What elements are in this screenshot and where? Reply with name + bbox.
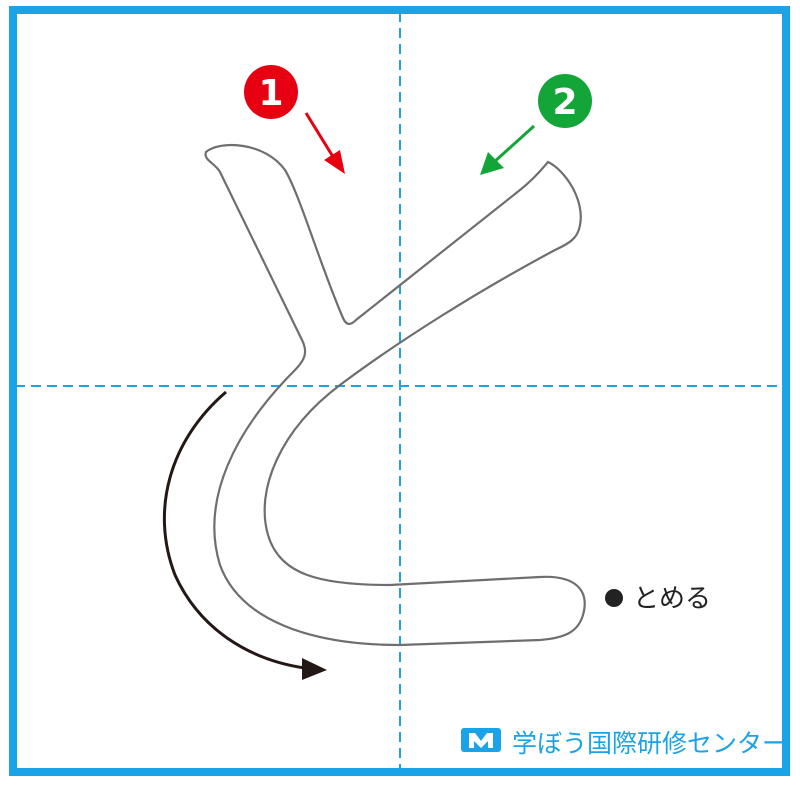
stroke-2-marker: 2 — [480, 74, 592, 175]
stroke-1-arrowhead — [324, 150, 345, 174]
stroke-2-number: 2 — [552, 82, 577, 123]
stroke-1-arrow — [304, 112, 337, 161]
character-outline — [204, 143, 586, 647]
logo-text: 学ぼう国際研修センター — [512, 729, 788, 758]
stroke-2-badge — [538, 74, 592, 128]
frame-border — [9, 6, 790, 776]
stroke-1-number: 1 — [258, 73, 283, 114]
stroke-2-arrowhead — [480, 152, 504, 175]
direction-arrowhead — [302, 658, 327, 680]
bullet-icon — [605, 589, 623, 607]
stop-annotation: とめる — [633, 584, 712, 614]
book-logo-icon — [461, 728, 501, 752]
stroke-1-badge — [244, 65, 298, 119]
stroke-2-arrow — [491, 124, 536, 165]
stroke-1-marker: 1 — [244, 65, 345, 174]
direction-arrow — [162, 390, 306, 670]
